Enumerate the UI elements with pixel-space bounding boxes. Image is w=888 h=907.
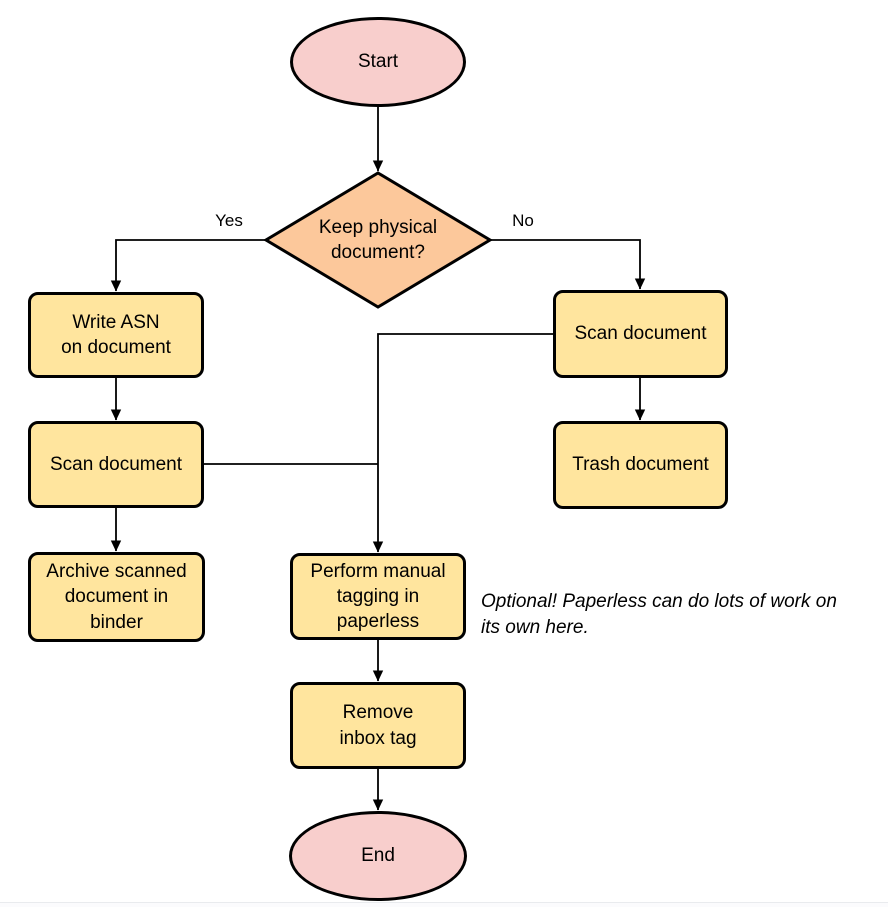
decision-diamond-shape (263, 171, 493, 309)
node-archive-scanned-label: Archive scanned document in binder (46, 561, 187, 633)
edge-label-yes: Yes (215, 211, 243, 230)
edge-scan-right-to-tagging (372, 333, 553, 553)
edge-decision-no-to-scan-right (490, 239, 646, 290)
node-remove-inbox-tag-label: Remove inbox tag (339, 702, 417, 749)
node-scan-document-left-label: Scan document (49, 453, 183, 475)
node-manual-tagging-label: Perform manual tagging in paperless (310, 560, 446, 633)
edge-label-no: No (512, 211, 534, 230)
node-scan-document-right: Scan document (553, 290, 728, 378)
node-scan-document-right-label: Scan document (574, 323, 707, 345)
node-decision: Keep physical document? (266, 173, 490, 307)
node-end: End (289, 811, 467, 901)
node-write-asn-label: Write ASN on document (61, 311, 171, 358)
node-manual-tagging: Perform manual tagging in paperless (290, 553, 466, 640)
node-trash-document: Trash document (553, 421, 728, 509)
page-bottom-edge (0, 902, 888, 907)
node-scan-document-left: Scan document (28, 421, 204, 508)
node-remove-inbox-tag: Remove inbox tag (290, 682, 466, 769)
node-end-label: End (361, 845, 395, 867)
node-write-asn: Write ASN on document (28, 292, 204, 378)
edge-decision-yes-to-write-asn (110, 239, 266, 292)
optional-note: Optional! Paperless can do lots of work … (481, 591, 837, 639)
node-start-label: Start (357, 51, 399, 73)
node-archive-scanned: Archive scanned document in binder (28, 552, 205, 642)
node-trash-document-label: Trash document (572, 454, 709, 476)
node-decision-label: Keep physical document? (318, 216, 438, 263)
node-start: Start (290, 17, 466, 107)
